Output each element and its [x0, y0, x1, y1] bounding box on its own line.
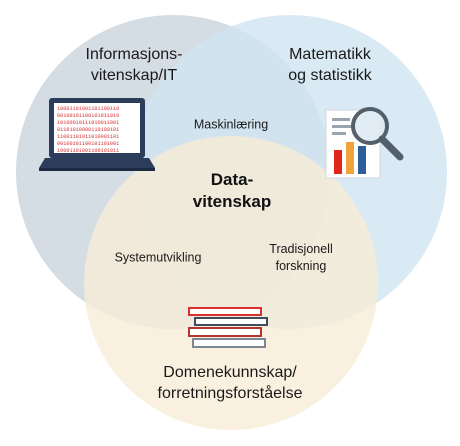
svg-text:10100010111010011001: 10100010111010011001 — [57, 120, 119, 126]
label-domain: Domenekunnskap/ forretningsforståelse — [158, 362, 303, 404]
label-it-line-1: Informasjons- — [85, 46, 183, 63]
label-domain-line-1: Domenekunnskap/ — [163, 364, 297, 381]
label-overlap-math-domain: Tradisjonell forskning — [269, 241, 332, 275]
svg-text:11001101011010001101: 11001101011010001101 — [57, 134, 119, 140]
svg-text:10001101001101100110: 10001101001101100110 — [57, 106, 119, 112]
books-stack-icon — [188, 307, 268, 348]
label-tradisjonell: Tradisjonell — [269, 242, 333, 256]
svg-text:10001101001100101011: 10001101001100101011 — [57, 148, 119, 154]
label-maskinlaering: Maskinlæring — [193, 117, 269, 132]
label-center-line-2: vitenskap — [192, 192, 272, 211]
report-magnifier-icon — [325, 107, 404, 179]
label-overlap-it-math: Maskinlæring — [194, 117, 268, 134]
label-math-line-1: Matematikk — [289, 46, 371, 63]
svg-text:00100101100101011010: 00100101100101011010 — [57, 113, 119, 119]
label-math: Matematikk og statistikk — [288, 44, 372, 86]
circle-domain — [84, 136, 378, 430]
circles — [16, 15, 447, 430]
label-overlap-it-domain: Systemutvikling — [115, 250, 202, 267]
label-forskning: forskning — [275, 259, 327, 273]
label-systemutvikling: Systemutvikling — [114, 250, 202, 265]
svg-text:01101010000110100101: 01101010000110100101 — [57, 127, 119, 133]
label-domain-line-2: forretningsforståelse — [157, 385, 303, 402]
label-center: Data- vitenskap — [193, 169, 271, 213]
label-center-line-1: Data- — [210, 170, 254, 189]
svg-text:00100101100101101001: 00100101100101101001 — [57, 141, 119, 147]
label-it-line-2: vitenskap/IT — [90, 67, 178, 84]
label-math-line-2: og statistikk — [288, 67, 372, 84]
laptop-binary-icon: 10001101001101100110 0010010110010101101… — [39, 98, 155, 171]
label-it: Informasjons- vitenskap/IT — [86, 44, 183, 86]
